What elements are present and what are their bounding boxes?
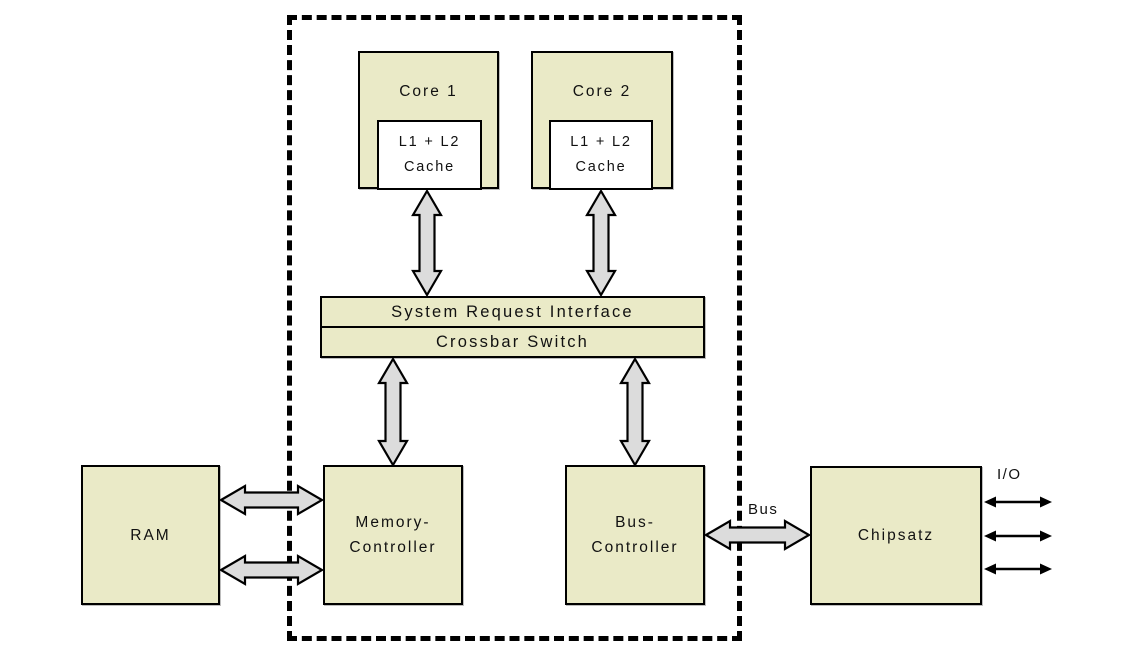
chipset-label: Chipsatz — [857, 527, 935, 544]
core2-sri-arrow-icon — [585, 188, 617, 298]
cpu-die-boundary — [287, 15, 742, 641]
sri-label: System Request Interface — [391, 302, 634, 321]
core2-label: Core 2 — [572, 83, 632, 100]
core1-cache-box: L1 + L2 Cache — [377, 120, 482, 190]
chipset-box: Chipsatz — [810, 466, 982, 605]
bus-chipset-arrow-icon — [703, 519, 812, 551]
core1-cache-line1: L1 + L2 — [398, 134, 461, 150]
core1-sri-arrow-icon — [411, 188, 443, 298]
core1-cache-line2: Cache — [404, 159, 455, 175]
bus-controller-line1: Bus- — [615, 514, 655, 531]
crossbar-memory-arrow-icon — [377, 356, 409, 468]
memory-controller-line2: Controller — [349, 539, 437, 556]
crossbar-switch-bar: Crossbar Switch — [322, 328, 703, 356]
io-arrow-1-icon — [984, 496, 1052, 508]
io-arrow-3-icon — [984, 563, 1052, 575]
io-label: I/O — [997, 466, 1022, 483]
crossbar-bus-arrow-icon — [619, 356, 651, 468]
core2-cache-line1: L1 + L2 — [570, 134, 632, 150]
core2-cache-line2: Cache — [575, 159, 627, 175]
ram-box: RAM — [81, 465, 220, 605]
ram-memory-arrow-bottom-icon — [218, 554, 325, 586]
memory-controller-line1: Memory- — [355, 514, 431, 531]
bus-label: Bus — [748, 501, 779, 518]
ram-label: RAM — [130, 526, 171, 544]
ram-memory-arrow-top-icon — [218, 484, 325, 516]
sri-crossbar-block: System Request Interface Crossbar Switch — [320, 296, 705, 358]
system-request-interface-bar: System Request Interface — [322, 298, 703, 328]
memory-controller-box: Memory- Controller — [323, 465, 463, 605]
bus-controller-line2: Controller — [591, 539, 679, 556]
bus-controller-box: Bus- Controller — [565, 465, 705, 605]
core2-cache-box: L1 + L2 Cache — [549, 120, 653, 190]
crossbar-label: Crossbar Switch — [435, 332, 590, 351]
core1-label: Core 1 — [399, 83, 458, 100]
io-arrow-2-icon — [984, 530, 1052, 542]
